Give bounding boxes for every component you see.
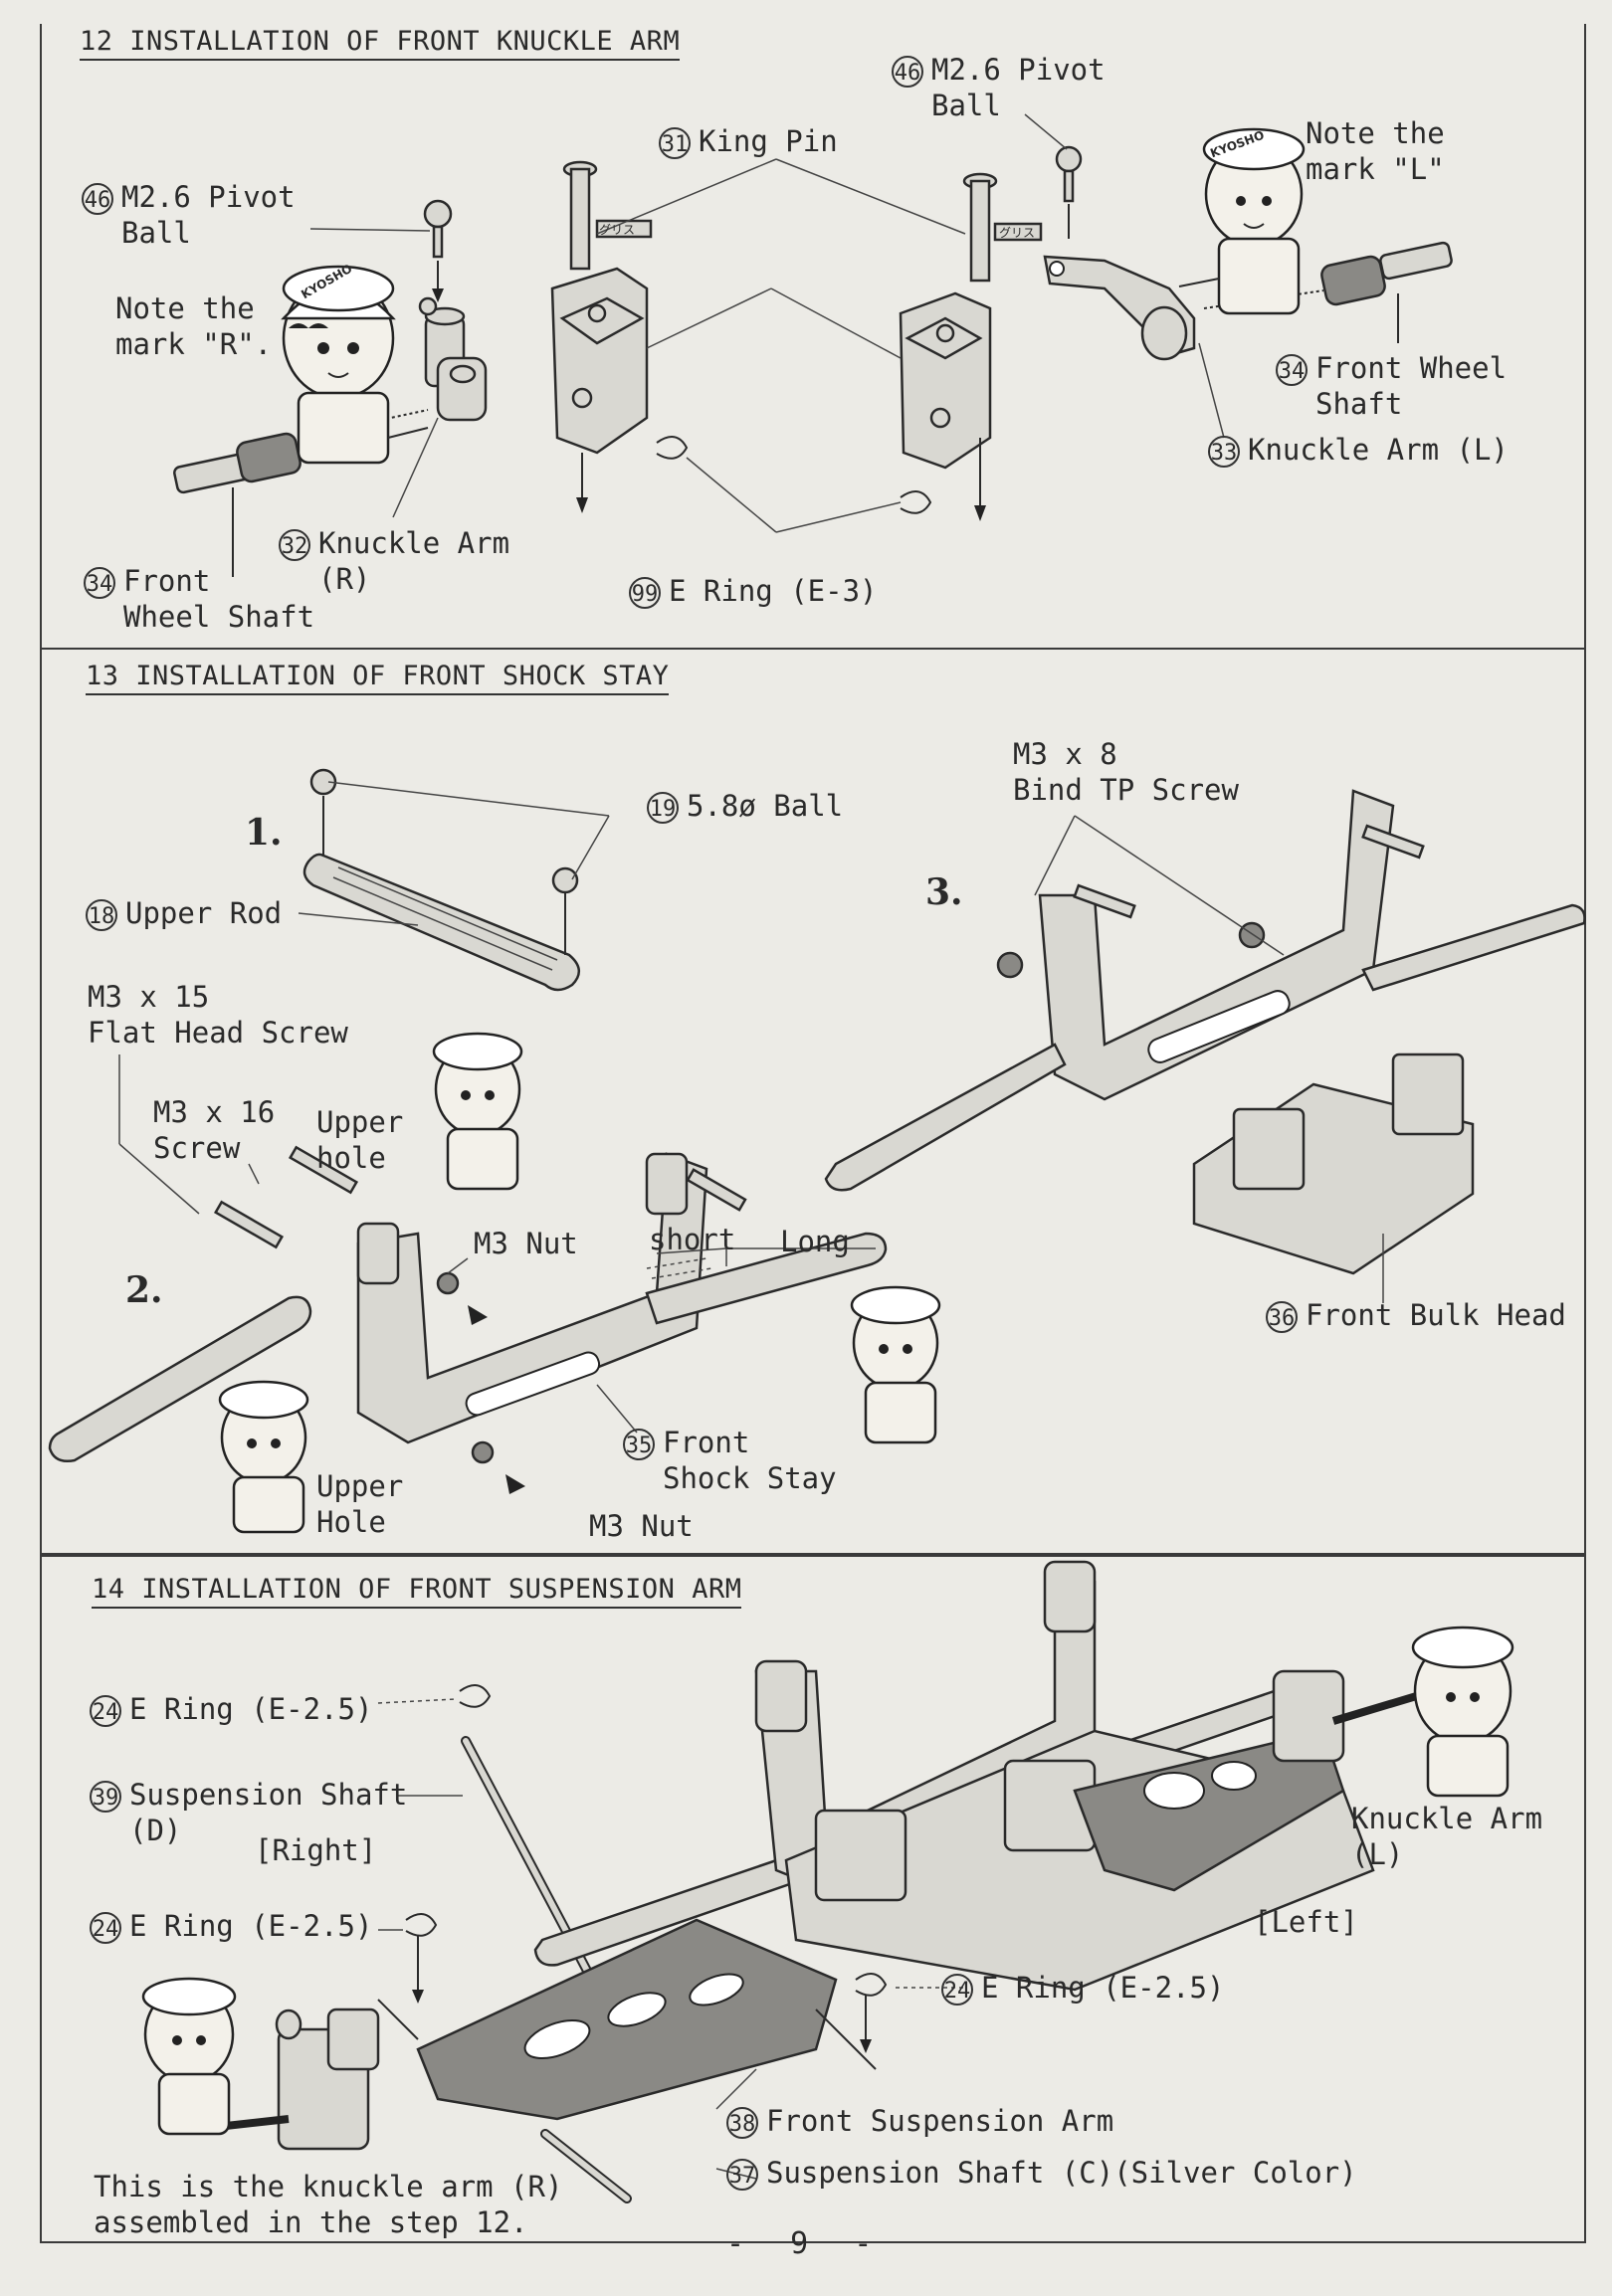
- label-note-l: Note the mark "L": [1306, 116, 1445, 186]
- knuckle-arm-l-drawing: [1043, 255, 1196, 361]
- section-12-illustration: [173, 113, 1453, 577]
- section-13-title: 13 INSTALLATION OF FRONT SHOCK STAY: [86, 661, 670, 695]
- kyosho-kid-s13-right: [850, 1285, 941, 1444]
- grease-tag-right: グリス: [999, 226, 1036, 240]
- section-13-frame: [40, 648, 1586, 1557]
- grease-tag-left: グリス: [599, 223, 636, 237]
- label-flat-head-screw: M3 x 15 Flat Head Screw: [88, 980, 348, 1050]
- knuckle-arm-r-drawing: [418, 199, 488, 422]
- step-2-marker: 2.: [125, 1269, 163, 1311]
- king-pin-left-drawing: [562, 160, 653, 271]
- label-bind-screw: M3 x 8 Bind TP Screw: [1013, 737, 1239, 807]
- label-knuckle-arm-l-s14: Knuckle Arm (L): [1351, 1802, 1543, 1871]
- kyosho-kid-s14-left: [141, 1977, 237, 2136]
- section-12-title: 12 INSTALLATION OF FRONT KNUCKLE ARM: [80, 26, 681, 61]
- label-left: [Left]: [1254, 1905, 1358, 1939]
- knuckle-block-left-drawing: [550, 267, 649, 513]
- kyosho-kid-right: [1178, 127, 1306, 315]
- front-wheel-shaft-left-drawing: [173, 409, 429, 577]
- kyosho-kid-s13-top: [432, 1032, 523, 1191]
- label-screw16: M3 x 16 Screw: [153, 1095, 276, 1165]
- step-3-marker: 3.: [925, 871, 963, 913]
- label-note-r: Note the mark "R".: [115, 291, 273, 361]
- label-upper-hole-top: Upper hole: [316, 1105, 404, 1175]
- kyosho-kid-left: [281, 265, 429, 465]
- label-right: [Right]: [255, 1833, 377, 1867]
- section-13-illustration: [48, 768, 1586, 1534]
- label-long: Long: [780, 1225, 850, 1258]
- kyosho-kid-s14-right: [1411, 1626, 1514, 1798]
- label-upper-hole-bottom: Upper Hole: [316, 1469, 404, 1539]
- knuckle-block-right-drawing: [899, 291, 992, 521]
- front-shock-stay-step2-drawing: [48, 1054, 888, 1494]
- pivot-ball-right-drawing: [1055, 145, 1083, 239]
- label-m3-nut-bottom: M3 Nut: [589, 1509, 694, 1543]
- upper-rod-drawing: [298, 768, 610, 992]
- label-note-knuckle-r: This is the knuckle arm (R) assembled in…: [94, 2170, 563, 2239]
- king-pin-right-drawing: [962, 172, 1043, 283]
- e-ring-drawing: [656, 436, 932, 533]
- step-1-marker: 1.: [245, 812, 283, 854]
- label-short: short: [649, 1223, 736, 1256]
- section-14-frame: [40, 1553, 1586, 2243]
- section-14-title: 14 INSTALLATION OF FRONT SUSPENSION ARM: [92, 1574, 742, 1609]
- label-m3-nut-top: M3 Nut: [474, 1227, 578, 1260]
- front-shock-stay-step3-drawing: [824, 789, 1586, 1303]
- page-number: - 9 -: [726, 2226, 887, 2261]
- kyosho-kid-s13-bottom: [218, 1380, 309, 1534]
